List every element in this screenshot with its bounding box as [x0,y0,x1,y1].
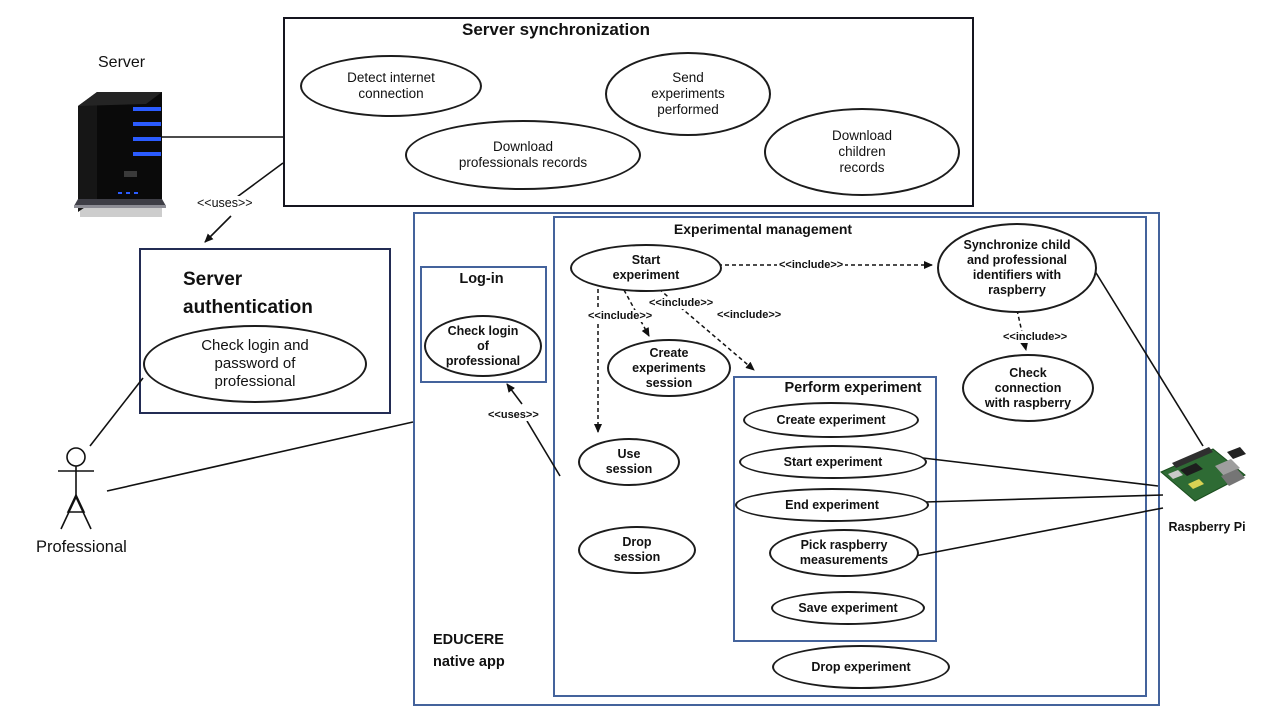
usecase-drop-experiment: Drop experiment [772,645,950,689]
stereotype-uses-login: <<uses>> [486,409,541,421]
usecase-check-connection-raspberry: Check connection with raspberry [962,354,1094,422]
label-educere-native-app: EDUCERE native app [433,632,505,670]
line-pick-to-raspberry [914,507,1164,557]
title-login: Log-in [459,271,504,287]
raspberry-pi-icon [1160,447,1246,502]
professional-actor-icon [58,447,94,530]
package-educere-native-app [413,212,1160,706]
line-session-to-uses [526,420,561,477]
usecase-download-children-records: Download children records [764,108,960,196]
package-experimental-management [553,216,1147,697]
usecase-end-experiment: End experiment [735,488,929,522]
usecase-synchronize-identifiers: Synchronize child and professional ident… [937,223,1097,313]
usecase-create-experiments-session: Create experiments session [607,339,731,397]
package-login [420,266,547,383]
package-perform-experiment [733,376,937,642]
line-sync-to-uses [236,162,284,198]
include-start-to-createsession [623,289,650,337]
title-perform-experiment: Perform experiment [784,380,922,396]
include-synchronize-to-checkconn [1016,309,1029,351]
association-lines [89,136,1204,557]
line-professional-to-educere [106,421,414,492]
title-server-authentication: Server authentication [183,269,313,318]
usecase-download-professionals-records: Download professionals records [405,120,641,190]
line-professional-to-auth [89,377,144,447]
usecase-pick-raspberry-measurements: Pick raspberry measurements [769,529,919,577]
label-raspberry-pi-actor: Raspberry Pi [1168,520,1246,534]
arrow-uses-to-login [506,383,523,405]
stereotype-include-perform: <<include>> [715,309,784,321]
line-endexp-to-raspberry [924,494,1164,503]
title-server-synchronization: Server synchronization [461,20,650,39]
package-server-authentication [139,248,391,414]
usecase-send-experiments-performed: Send experiments performed [605,52,771,136]
line-synchronize-to-raspberry [1092,267,1204,447]
usecase-save-experiment: Save experiment [771,591,925,625]
usecase-drop-session: Drop session [578,526,696,574]
stereotype-include-checkconn: <<include>> [1001,331,1070,343]
usecase-start-experiment-inner: Start experiment [739,445,927,479]
stereotype-uses-server: <<uses>> [195,196,255,210]
server-icon [74,92,166,217]
usecase-start-experiment: Start experiment [570,244,722,292]
title-experimental-management: Experimental management [673,221,853,237]
stereotype-include-createsession: <<include>> [647,297,716,309]
stereotype-include-usesession: <<include>> [586,310,655,322]
stereotype-include-synchronize: <<include>> [777,259,846,271]
usecase-check-login-and-password: Check login and password of professional [143,325,367,403]
line-startexp-to-raspberry [922,457,1159,487]
usecase-use-session: Use session [578,438,680,486]
usecase-check-login-of-professional: Check login of professional [424,315,542,377]
usecase-create-experiment: Create experiment [743,402,919,438]
package-server-synchronization [283,17,974,207]
arrow-uses-to-auth [204,215,232,243]
usecase-detect-internet-connection: Detect internet connection [300,55,482,117]
label-professional-actor: Professional [36,538,127,556]
label-server-actor: Server [98,54,146,71]
